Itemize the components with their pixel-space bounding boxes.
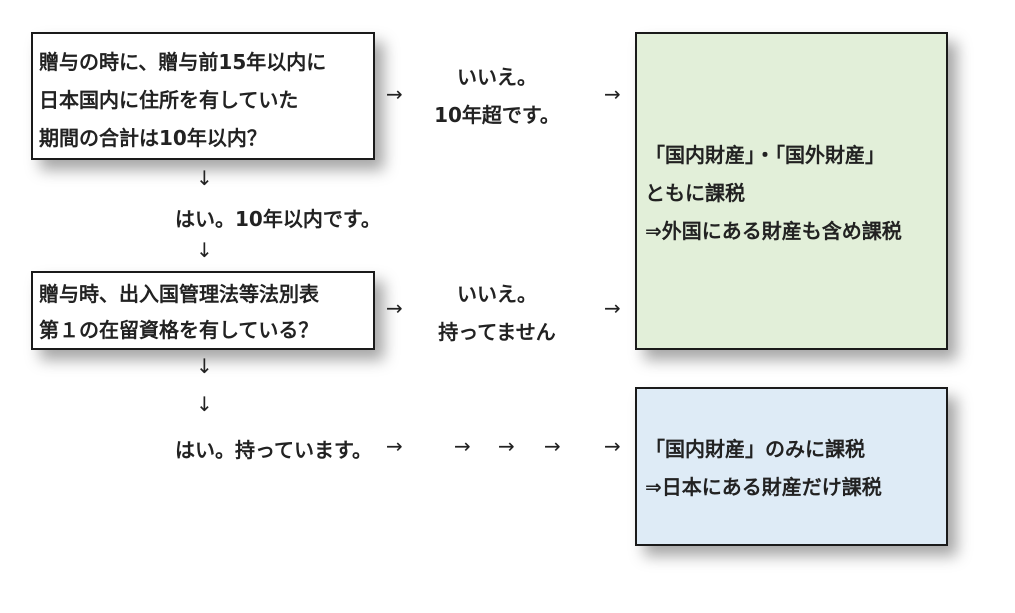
question-1-no-line-1: いいえ。 [457,65,537,89]
question-2-no-answer: いいえ。 持ってません [412,275,582,351]
result-2-line-1: 「国内財産」のみに課税 [645,437,865,461]
down-arrow-q1-2: ↓ [196,238,213,262]
result-1-line-1: 「国内財産」・「国外財産」 [645,143,885,167]
right-arrow-q2-1: → [386,296,403,320]
question-1-line-1: 贈与の時に、贈与前15年以内に [39,50,327,74]
right-arrow-yes-2: → [454,434,471,458]
question-1-line-2: 日本国内に住所を有していた [39,88,299,112]
question-2-box: 贈与時、出入国管理法等法別表 第１の在留資格を有している？ [31,271,375,350]
down-arrow-q2-2: ↓ [196,392,213,416]
right-arrow-yes-5: → [604,434,621,458]
question-1-yes-answer: はい。10年以内です。 [175,207,381,231]
question-2-line-2: 第１の在留資格を有している？ [39,318,319,342]
right-arrow-q1-2: → [604,82,621,106]
question-1-box: 贈与の時に、贈与前15年以内に 日本国内に住所を有していた 期間の合計は10年以… [31,32,375,160]
question-1-no-answer: いいえ。 10年超です。 [412,58,582,134]
right-arrow-yes-3: → [498,434,515,458]
down-arrow-q2-1: ↓ [196,354,213,378]
question-2-no-line-1: いいえ。 [457,282,537,306]
result-2-line-2: ⇒日本にある財産だけ課税 [645,475,882,499]
result-1-line-3: ⇒外国にある財産も含め課税 [645,219,902,243]
right-arrow-q1-1: → [386,82,403,106]
result-all-assets-taxed-box: 「国内財産」・「国外財産」 ともに課税 ⇒外国にある財産も含め課税 [635,32,948,350]
question-2-no-line-2: 持ってません [438,320,556,344]
question-2-yes-answer: はい。持っています。 [175,438,372,462]
right-arrow-yes-1: → [386,434,403,458]
result-domestic-assets-taxed-box: 「国内財産」のみに課税 ⇒日本にある財産だけ課税 [635,387,948,546]
question-2-line-1: 贈与時、出入国管理法等法別表 [39,282,319,306]
question-1-line-3: 期間の合計は10年以内？ [39,126,267,150]
down-arrow-q1-1: ↓ [196,166,213,190]
right-arrow-yes-4: → [544,434,561,458]
result-1-line-2: ともに課税 [645,181,745,205]
right-arrow-q2-2: → [604,296,621,320]
question-1-no-line-2: 10年超です。 [434,103,560,127]
